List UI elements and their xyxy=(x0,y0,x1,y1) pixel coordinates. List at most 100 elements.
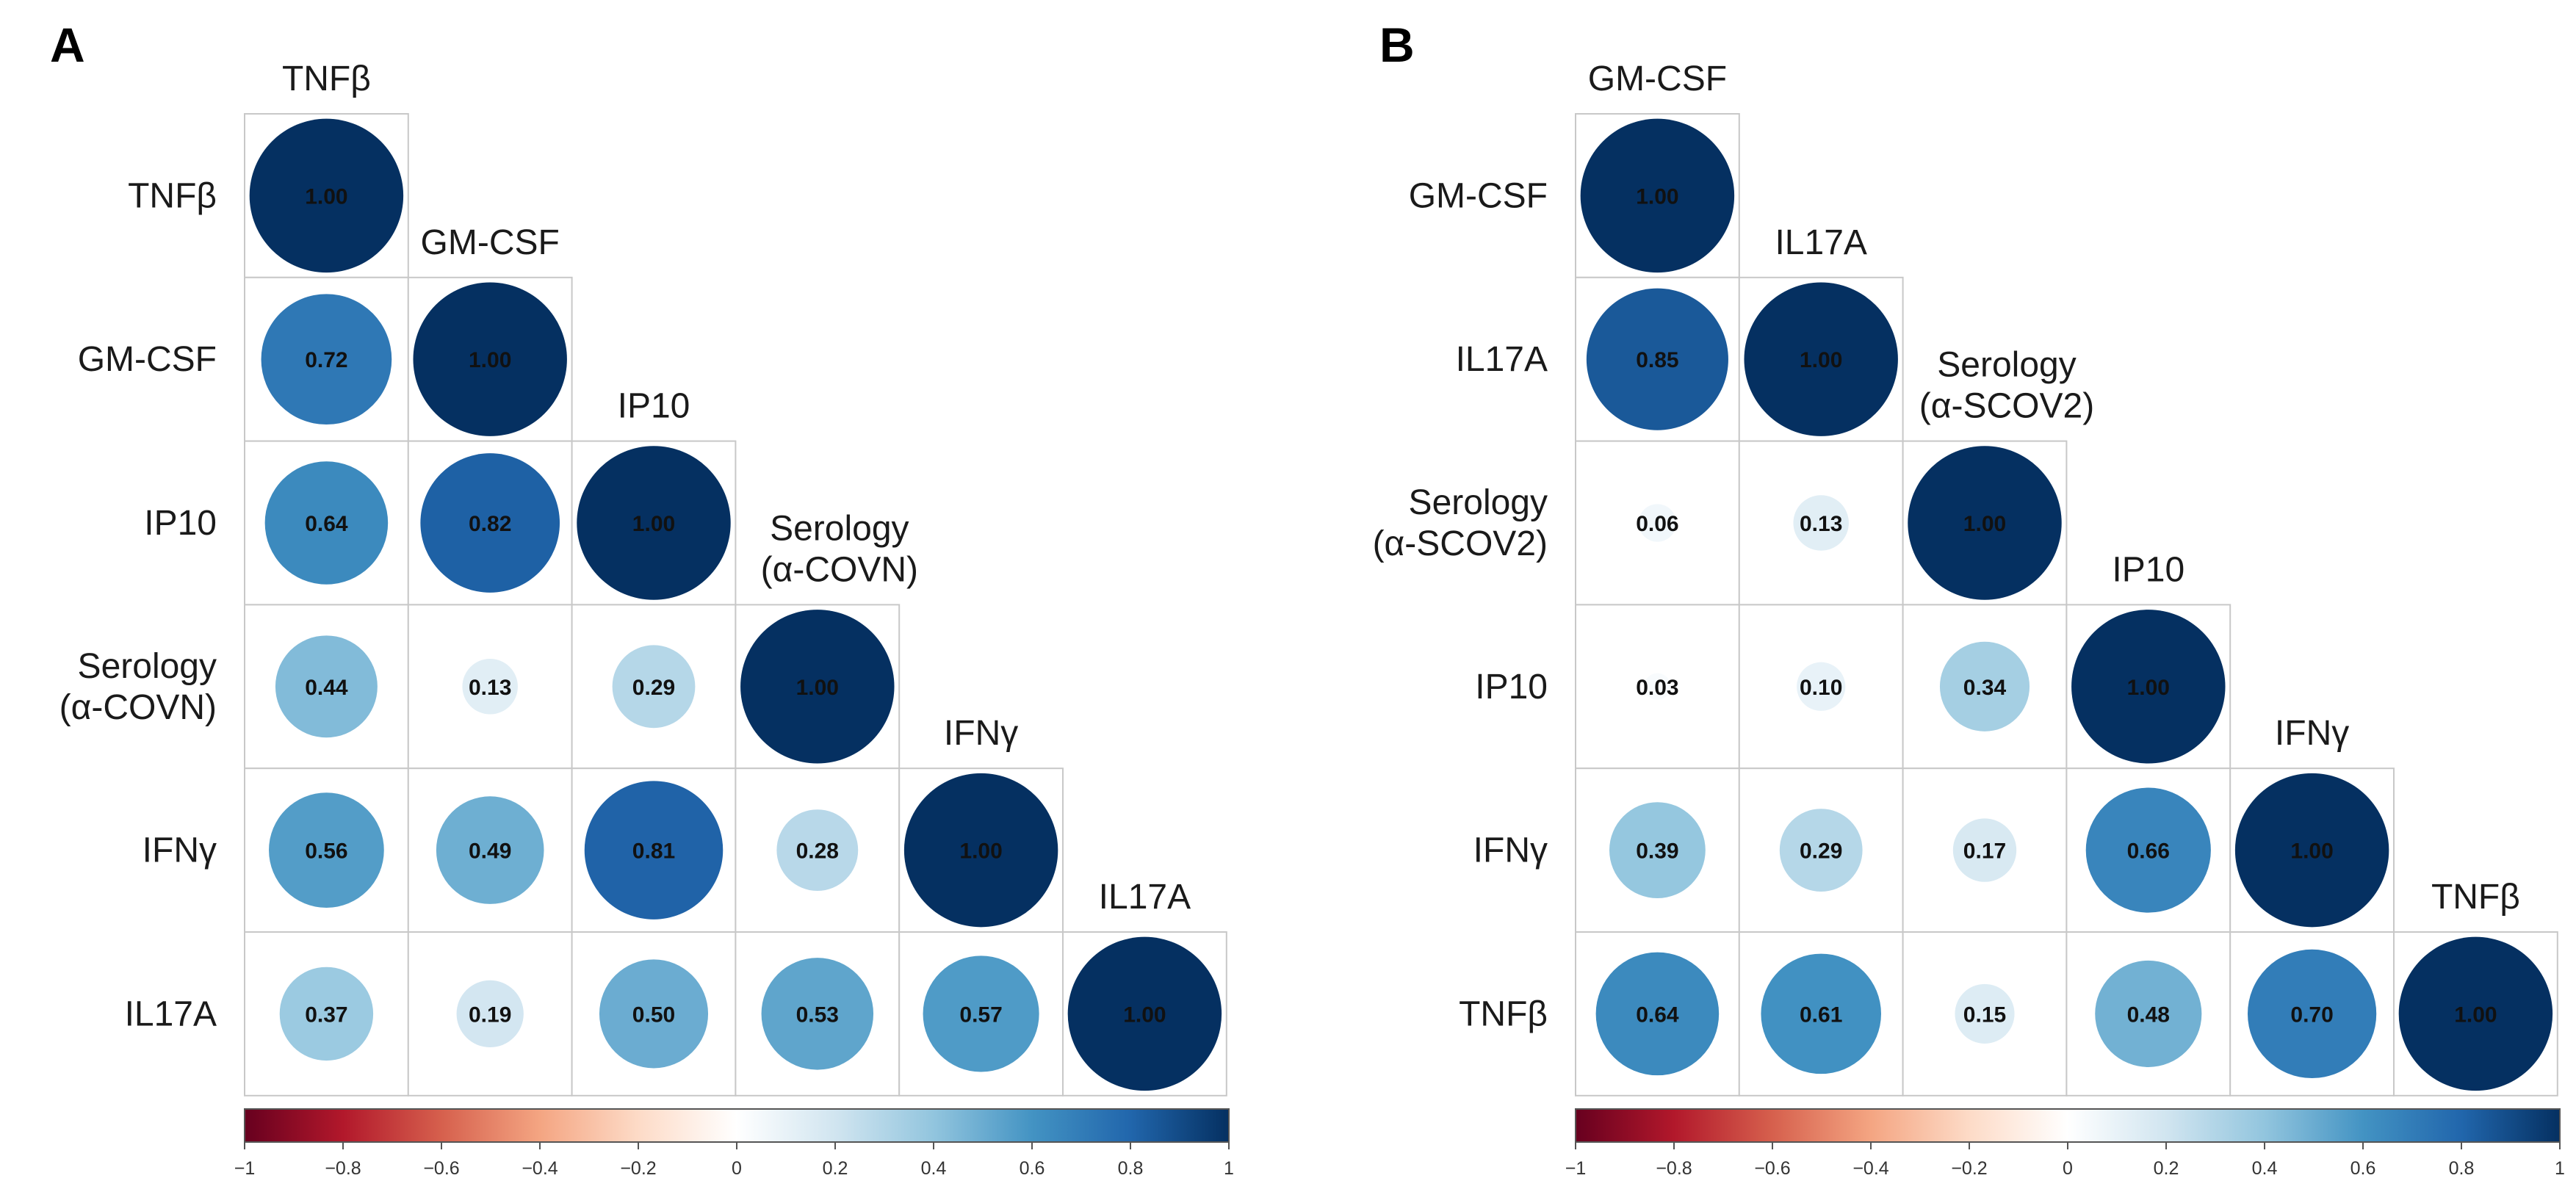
colorbar-tick-label: 0 xyxy=(732,1158,742,1179)
row-label: IP10 xyxy=(144,504,217,543)
correlation-circle xyxy=(462,659,518,715)
correlation-circle xyxy=(1586,288,1728,430)
row-label: IFNγ xyxy=(142,831,217,870)
colorbar-tick-label: −0.2 xyxy=(1951,1158,1987,1179)
colorbar-tick-label: −0.4 xyxy=(1852,1158,1888,1179)
correlation-value: 0.85 xyxy=(1636,348,1678,372)
colorbar-tick-label: 0.6 xyxy=(2350,1158,2376,1179)
colorbar xyxy=(244,1108,1230,1143)
colorbar-tick-label: 0.2 xyxy=(823,1158,848,1179)
correlation-value: 0.29 xyxy=(1800,839,1842,864)
correlation-circle xyxy=(2234,773,2389,928)
correlation-value: 0.44 xyxy=(305,676,348,700)
panel-letter-a: A xyxy=(50,18,85,72)
column-label: IL17A xyxy=(1775,223,1866,262)
colorbar-tick-label: −0.8 xyxy=(1656,1158,1692,1179)
row-label: IL17A xyxy=(1456,340,1548,379)
correlation-value: 0.03 xyxy=(1636,676,1678,700)
colorbar-tick-label: −1 xyxy=(1565,1158,1587,1179)
column-label: TNFβ xyxy=(282,59,371,98)
correlation-circle xyxy=(249,118,404,273)
correlation-circle xyxy=(456,980,524,1048)
correlation-value: 0.48 xyxy=(2127,1003,2170,1027)
correlation-circle xyxy=(577,446,731,600)
panel-letter-b: B xyxy=(1379,18,1415,72)
correlation-value: 1.00 xyxy=(469,348,511,372)
correlation-value: 1.00 xyxy=(305,184,347,209)
correlation-value: 0.39 xyxy=(1636,839,1678,864)
correlation-circle xyxy=(1952,818,2017,882)
correlation-circle xyxy=(436,796,544,904)
correlation-value: 0.29 xyxy=(632,676,675,700)
correlation-circle xyxy=(2095,960,2202,1067)
correlation-circle xyxy=(1908,446,2062,600)
colorbar-tick-label: −0.2 xyxy=(620,1158,656,1179)
correlation-circle xyxy=(1609,802,1706,898)
correlation-value: 0.50 xyxy=(632,1003,675,1027)
column-label: TNFβ xyxy=(2431,878,2520,917)
colorbar-tick-label: 1 xyxy=(2555,1158,2565,1179)
correlation-value: 1.00 xyxy=(1123,1003,1166,1027)
correlation-circle xyxy=(1797,662,1846,711)
correlation-value: 0.61 xyxy=(1800,1003,1842,1027)
row-label: Serology xyxy=(78,647,217,686)
correlation-value: 1.00 xyxy=(632,512,675,536)
correlation-circle xyxy=(740,610,895,764)
column-label: IFNγ xyxy=(944,714,1018,753)
row-label: TNFβ xyxy=(1459,994,1548,1033)
column-label: IFNγ xyxy=(2275,714,2349,753)
correlation-value: 0.28 xyxy=(796,839,839,864)
correlation-circle xyxy=(903,773,1058,928)
correlation-circle xyxy=(1744,282,1898,436)
correlation-value: 0.66 xyxy=(2127,839,2170,864)
correlation-circle xyxy=(1779,809,1863,892)
column-label: (α-SCOV2) xyxy=(1919,387,2094,426)
correlation-value: 0.72 xyxy=(305,348,347,372)
row-label: (α-SCOV2) xyxy=(1373,524,1548,563)
colorbar-tick-label: −1 xyxy=(234,1158,256,1179)
colorbar xyxy=(1575,1108,2561,1143)
colorbar-tick-label: −0.6 xyxy=(423,1158,459,1179)
correlation-circle xyxy=(2247,949,2377,1079)
correlation-value: 0.10 xyxy=(1800,676,1842,700)
colorbar-tick-label: 0.4 xyxy=(2252,1158,2278,1179)
row-label: TNFβ xyxy=(128,176,217,215)
correlation-value: 1.00 xyxy=(2127,676,2170,700)
row-label: (α-COVN) xyxy=(59,688,217,727)
column-label: (α-COVN) xyxy=(761,550,918,589)
correlation-circle xyxy=(1939,641,2030,731)
colorbar-tick-label: −0.6 xyxy=(1754,1158,1790,1179)
correlation-value: 1.00 xyxy=(2454,1003,2497,1027)
correlation-value: 0.56 xyxy=(305,839,347,864)
correlation-value: 0.06 xyxy=(1636,512,1678,536)
correlation-value: 1.00 xyxy=(796,676,839,700)
correlation-circle xyxy=(261,294,392,425)
row-label: IL17A xyxy=(125,994,217,1033)
correlation-value: 0.34 xyxy=(1963,676,2007,700)
correlation-circle xyxy=(279,967,374,1061)
column-label: IP10 xyxy=(2112,550,2184,589)
correlation-value: 0.49 xyxy=(469,839,511,864)
correlation-value: 0.13 xyxy=(1800,512,1842,536)
row-label: IFNγ xyxy=(1473,831,1548,870)
correlation-circle xyxy=(761,958,874,1070)
correlation-circle xyxy=(1580,118,1735,273)
correlation-value: 0.15 xyxy=(1963,1003,2006,1027)
colorbar-tick-label: 0 xyxy=(2063,1158,2073,1179)
correlation-value: 0.64 xyxy=(305,512,348,536)
correlation-circle xyxy=(420,453,560,593)
row-label: GM-CSF xyxy=(1409,176,1548,215)
correlation-value: 1.00 xyxy=(1636,184,1678,209)
correlation-value: 0.17 xyxy=(1963,839,2006,864)
correlation-value: 1.00 xyxy=(959,839,1002,864)
correlation-value: 0.64 xyxy=(1636,1003,1679,1027)
correlation-circle xyxy=(269,792,384,908)
correlation-circle xyxy=(584,781,724,920)
column-label: IP10 xyxy=(618,387,690,426)
correlation-value: 1.00 xyxy=(1963,512,2006,536)
colorbar-tick-label: 1 xyxy=(1224,1158,1234,1179)
colorbar-tick-label: 0.8 xyxy=(2449,1158,2475,1179)
correlation-circle xyxy=(1067,936,1222,1091)
